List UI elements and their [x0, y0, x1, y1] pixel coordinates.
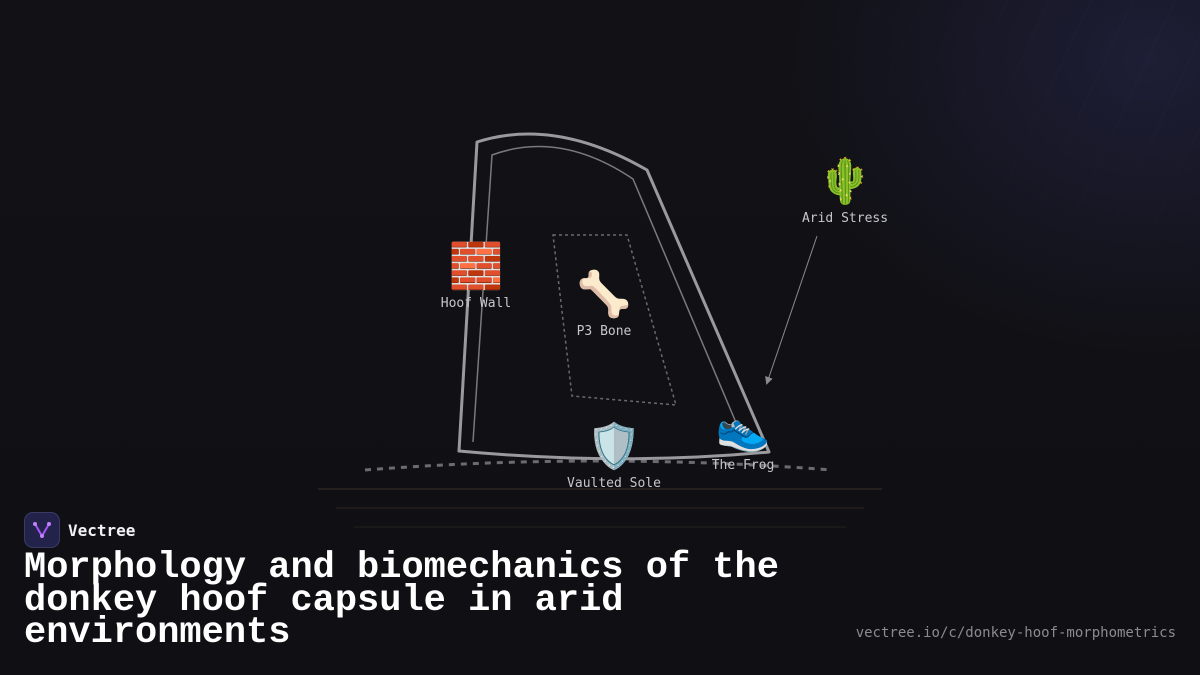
ground-contact-curve [364, 459, 833, 472]
inner-wall-line [472, 145, 741, 443]
cactus-icon: 🌵 [817, 156, 873, 207]
arid-stress-label: Arid Stress [801, 211, 889, 226]
node-frog: 👟 The Frog [711, 403, 775, 474]
vectree-logo-icon [24, 512, 60, 548]
page-title: Morphology and biomechanics of the donke… [24, 547, 779, 654]
p3-bone-outline [552, 234, 678, 406]
node-p3-bone: 🦴 P3 Bone [576, 269, 632, 340]
bone-icon: 🦴 [576, 269, 632, 320]
frog-label: The Frog [711, 458, 775, 473]
vaulted-sole-label: Vaulted Sole [567, 476, 661, 491]
arid-stress-arrow [765, 235, 818, 385]
brick-wall-icon: 🧱 [448, 241, 504, 292]
hoof-capsule-outline [457, 132, 771, 461]
p3-bone-label: P3 Bone [576, 324, 632, 339]
node-vaulted-sole: 🛡️ Vaulted Sole [567, 421, 661, 492]
brand: Vectree [24, 512, 135, 548]
shield-icon: 🛡️ [586, 421, 642, 472]
brand-name: Vectree [68, 520, 136, 540]
node-hoof-wall: 🧱 Hoof Wall [440, 241, 512, 312]
node-arid-stress: 🌵 Arid Stress [801, 156, 889, 227]
sneaker-icon: 👟 [715, 403, 771, 454]
source-url: vectree.io/c/donkey-hoof-morphometrics [855, 625, 1176, 641]
hoof-wall-label: Hoof Wall [440, 296, 512, 311]
